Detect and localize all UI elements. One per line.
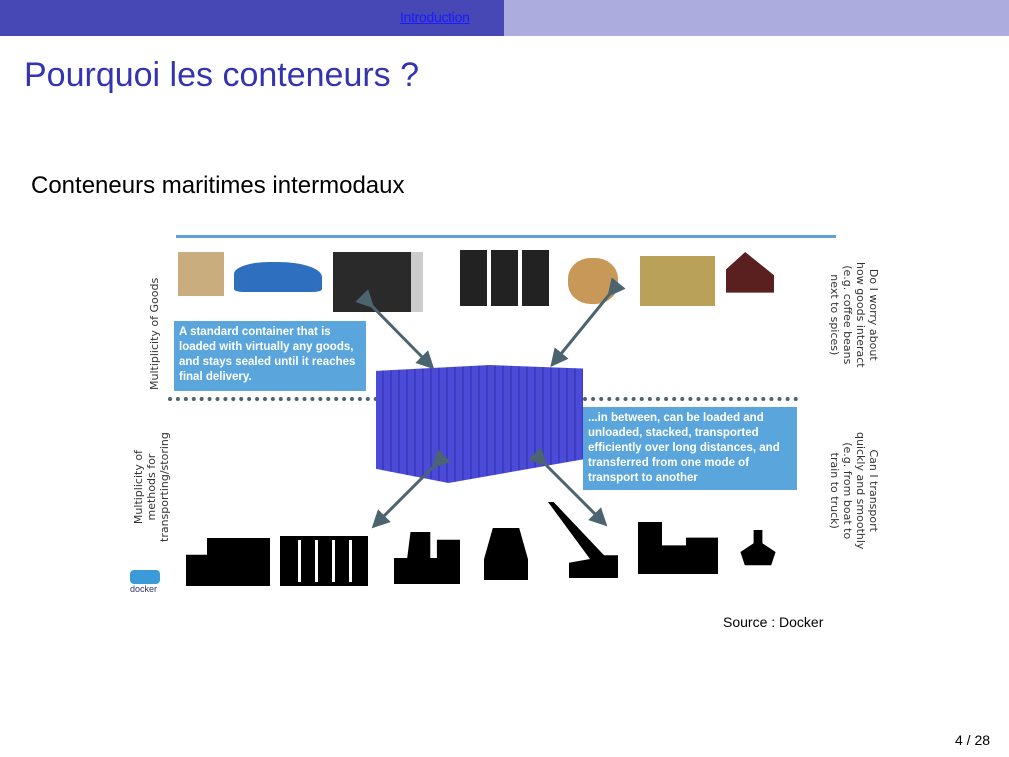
arrow-transport-right xyxy=(528,447,608,527)
barrels-icon xyxy=(460,250,550,306)
arrow-goods-right xyxy=(550,277,626,367)
header-bar-right xyxy=(504,0,1009,36)
slide-subtitle: Conteneurs maritimes intermodaux xyxy=(31,172,405,199)
header-bar-left xyxy=(0,0,504,36)
container-diagram: Multiplicity of Goods Multiplicity of me… xyxy=(128,230,888,600)
arrows xyxy=(355,277,626,529)
car-icon xyxy=(234,262,322,292)
box-in-between: ...in between, can be loaded and unloade… xyxy=(583,407,797,490)
train-icon xyxy=(484,528,528,580)
dotted-divider-right xyxy=(583,397,798,401)
section-link-introduction[interactable]: Introduction xyxy=(400,9,470,25)
dotted-divider-left xyxy=(168,397,378,401)
arrow-goods-left xyxy=(355,289,435,370)
sacks-icon xyxy=(640,256,715,306)
source-caption: Source : Docker xyxy=(723,614,824,630)
docker-logo-text: docker xyxy=(130,584,158,594)
warehouse-rack-icon xyxy=(280,536,368,586)
page-number: 4 / 28 xyxy=(955,732,991,748)
docker-logo-icon xyxy=(130,570,160,584)
top-divider xyxy=(176,235,836,238)
box-standard-container: A standard container that is loaded with… xyxy=(174,321,366,391)
slide-title: Pourquoi les conteneurs ? xyxy=(24,56,420,94)
crate-icon xyxy=(178,252,224,296)
arrow-transport-left xyxy=(371,449,451,529)
